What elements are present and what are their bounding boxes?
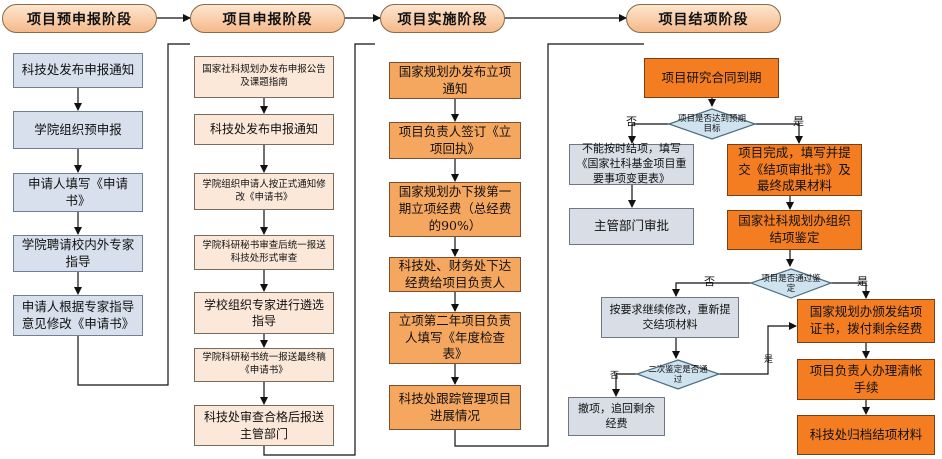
step-authority-approval: 主管部门审批	[569, 208, 694, 245]
step-annual-check: 立项第二年项目负责人填写《年度检查表》	[389, 312, 521, 364]
step-settle-accounts: 项目负责人办理清帐手续	[797, 359, 935, 400]
step-first-funding: 国家规划办下拨第一期立项经费（总经费的90%）	[389, 182, 521, 237]
phase-pre-application: 项目预申报阶段	[2, 4, 157, 33]
label-yes-1: 是	[793, 115, 804, 128]
step-pre-apply: 学院组织预申报	[13, 111, 143, 149]
step-change-request: 不能按时结项，填写《国家社科基金项目重要事项变更表》	[569, 142, 694, 185]
phase-completion: 项目结项阶段	[626, 4, 781, 33]
step-announcement: 国家社科规划办发布申报公告及课题指南	[194, 56, 334, 98]
step-submit-completion: 项目完成，填写并提交《结项审批书》及最终成果材料	[727, 144, 862, 196]
step-issue-certificate: 国家规划办颁发结项证书，拨付剩余经费	[797, 299, 935, 343]
step-progress-tracking: 科技处跟踪管理项目进展情况	[389, 385, 521, 430]
step-apply-notice: 科技处发布申报通知	[194, 114, 334, 145]
step-submit-authority: 科技处审查合格后报送主管部门	[194, 405, 334, 446]
step-contract-expiry: 项目研究合同到期	[644, 58, 779, 98]
step-expert-selection: 学校组织专家进行遴选指导	[194, 292, 334, 334]
step-archive-materials: 科技处归档结项材料	[797, 415, 935, 455]
decision-second-review: 二次鉴定是否通过	[648, 364, 708, 385]
step-format-review: 学院科研秘书审查后统一报送科技处形式审查	[194, 235, 334, 270]
step-revoke-project: 撤项，追回剩余经费	[568, 397, 665, 436]
label-yes-3: 是	[764, 355, 774, 365]
phase-implementation: 项目实施阶段	[380, 4, 505, 33]
step-pre-notice: 科技处发布申报通知	[13, 53, 143, 88]
step-fund-distribution: 科技处、财务处下达经费给项目负责人	[389, 257, 521, 292]
decision-review-passed: 项目是否通过鉴定	[761, 273, 821, 294]
step-project-approval: 国家规划办发布立项通知	[389, 62, 521, 99]
step-completion-review: 国家社科规划办组织结项鉴定	[727, 210, 862, 250]
label-yes-2: 是	[857, 275, 868, 288]
label-no-2: 否	[704, 275, 715, 288]
step-revise-application: 申请人根据专家指导意见修改《申请书》	[13, 295, 143, 336]
phase-application: 项目申报阶段	[190, 4, 345, 33]
step-final-submission: 学院科研秘书统一报送最终稿《申请书》	[194, 348, 334, 382]
step-sign-receipt: 项目负责人签订《立项回执》	[389, 122, 521, 159]
label-no-3: 否	[610, 371, 620, 381]
step-fill-application: 申请人填写《申请书》	[13, 173, 143, 212]
step-revise-resubmit: 按要求继续修改，重新提交结项材料	[601, 297, 739, 338]
label-no-1: 否	[626, 115, 637, 128]
step-formal-revision: 学院组织申请人按正式通知修改《申请书》	[194, 173, 334, 210]
decision-goal-met: 项目是否达到预期目标	[677, 113, 746, 134]
step-expert-guidance: 学院聘请校内外专家指导	[13, 235, 143, 272]
